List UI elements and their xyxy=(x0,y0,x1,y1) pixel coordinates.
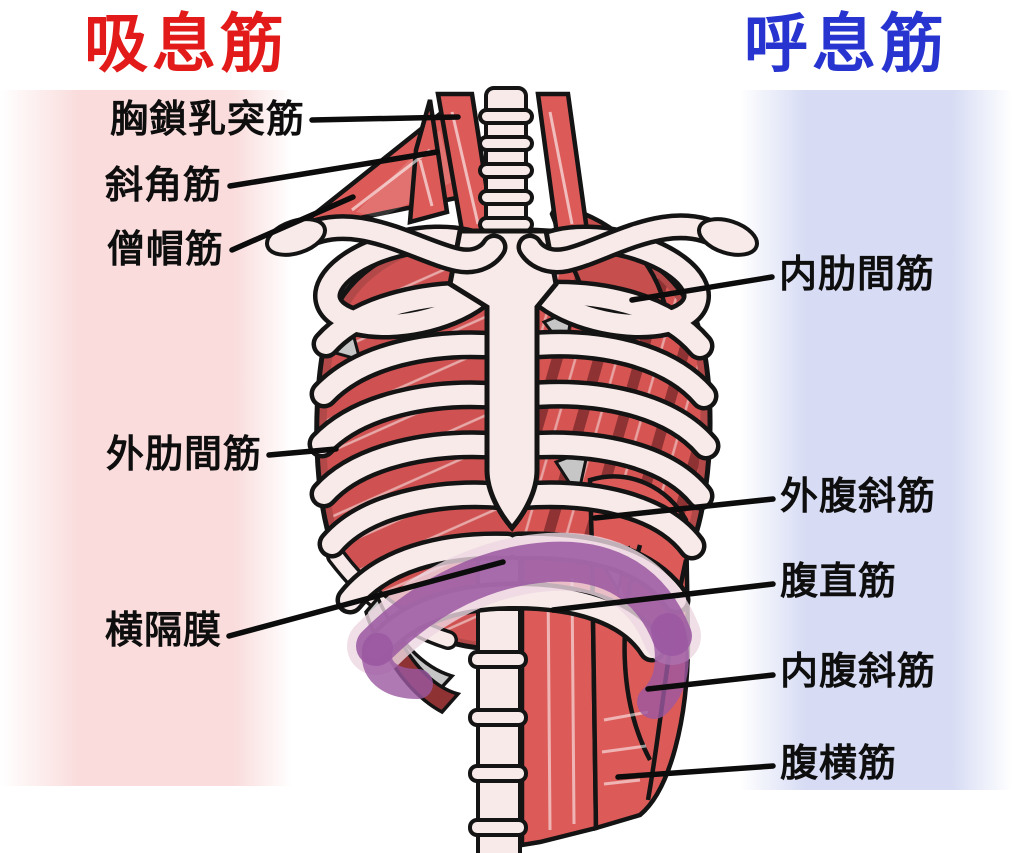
label-rectus-abdominis: 腹直筋 xyxy=(780,561,898,604)
scalene-muscle xyxy=(407,99,450,226)
label-external-oblique: 外腹斜筋 xyxy=(780,476,937,519)
diaphragm-muscle xyxy=(347,532,701,719)
leader-rectus-abdominis xyxy=(550,581,776,613)
label-scalene: 斜角筋 xyxy=(104,165,222,208)
label-diaphragm: 横隔膜 xyxy=(104,610,222,653)
leader-lines xyxy=(226,114,776,780)
label-sternocleidomastoid: 胸鎖乳突筋 xyxy=(109,99,305,142)
clavicle-left xyxy=(289,218,503,270)
sternum xyxy=(447,228,559,532)
title-expiratory-muscles: 呼息筋 xyxy=(744,8,948,80)
bg-pink-band xyxy=(0,90,292,786)
label-internal-intercostal: 内肋間筋 xyxy=(779,254,936,297)
label-external-intercostal: 外肋間筋 xyxy=(105,434,262,477)
leader-scalene xyxy=(227,149,440,189)
shoulder-right xyxy=(697,217,759,257)
clavicle-right xyxy=(521,217,735,270)
leader-diaphragm xyxy=(226,559,506,639)
sternocleidomastoid-right xyxy=(535,91,591,245)
leader-transversus-abdominis xyxy=(615,763,776,780)
leader-external-oblique xyxy=(592,496,776,521)
leader-sternocleidomastoid xyxy=(309,114,461,123)
title-inspiratory-muscles: 吸息筋 xyxy=(84,8,288,80)
leader-internal-oblique xyxy=(645,672,776,692)
leader-internal-intercostal xyxy=(629,274,775,303)
leader-trapezius xyxy=(229,194,356,253)
leader-external-intercostal xyxy=(266,446,339,458)
bg-blue-band xyxy=(740,90,1012,790)
label-trapezius: 僧帽筋 xyxy=(106,229,224,272)
label-internal-oblique: 内腹斜筋 xyxy=(780,651,937,694)
label-transversus-abdominis: 腹横筋 xyxy=(780,743,898,786)
